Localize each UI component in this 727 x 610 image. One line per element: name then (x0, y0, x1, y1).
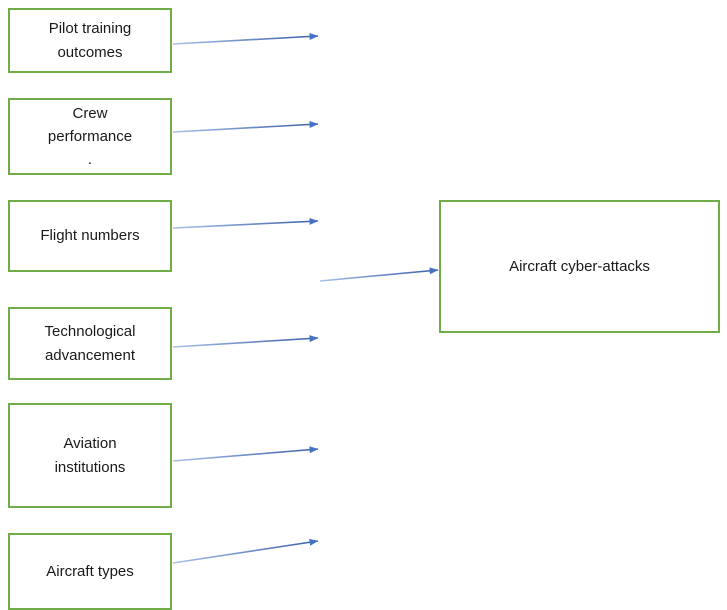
factor-node-crew-performance[interactable]: Crew performance . (8, 98, 172, 175)
factor-node-aviation-institutions[interactable]: Aviation institutions (8, 403, 172, 508)
factor-node-label: Aviation institutions (54, 435, 126, 476)
outcome-node-aircraft-cyber-attacks[interactable]: Aircraft cyber-attacks (439, 200, 720, 333)
connector-arrow-crew-performance (172, 120, 319, 133)
connector-arrow-aircraft-types (172, 538, 319, 564)
factor-node-aircraft-types[interactable]: Aircraft types (8, 533, 172, 610)
connector-arrow-aviation-institutions (172, 446, 319, 462)
factor-node-label: Technological advancement (44, 323, 136, 364)
factor-node-flight-numbers[interactable]: Flight numbers (8, 200, 172, 272)
factor-node-label: Pilot training outcomes (48, 20, 132, 61)
connector-arrow-flight-numbers (172, 217, 319, 229)
connector-arrow-pilot-training-outcomes (172, 32, 319, 45)
connector-arrow-technological-advancement (172, 335, 319, 348)
factor-node-technological-advancement[interactable]: Technological advancement (8, 307, 172, 380)
factor-node-label: Flight numbers (40, 227, 140, 245)
factor-node-pilot-training-outcomes[interactable]: Pilot training outcomes (8, 8, 172, 73)
outcome-node-label: Aircraft cyber-attacks (509, 257, 650, 275)
factor-node-label: Aircraft types (46, 562, 134, 580)
connector-arrow-to-outcome (319, 267, 439, 282)
factor-node-label: Crew performance . (47, 104, 133, 169)
